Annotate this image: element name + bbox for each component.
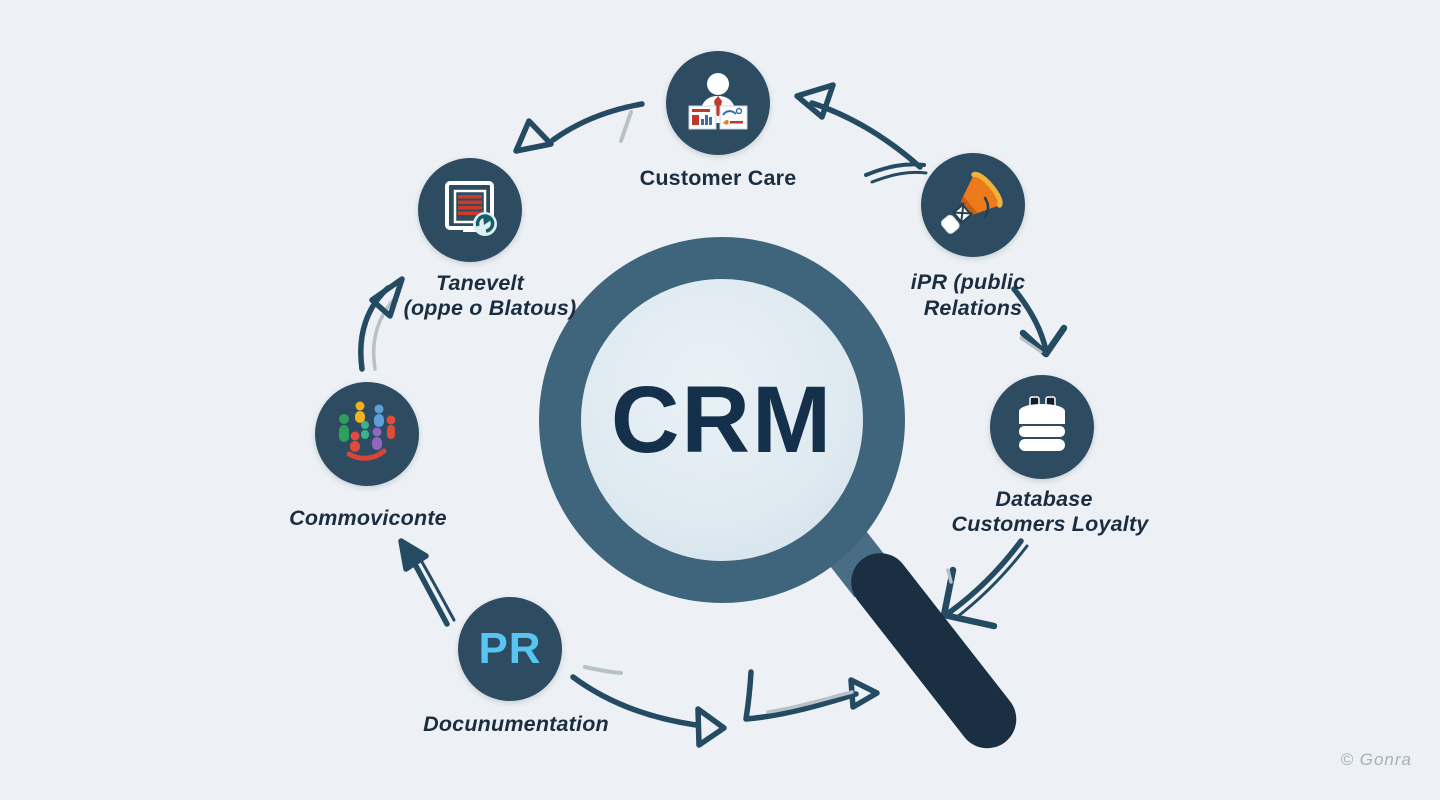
label-megaphone-line1: iPR (public bbox=[910, 270, 1026, 294]
node-pr: PR bbox=[458, 597, 562, 701]
label-monitor-line2: (oppe o Blatous) bbox=[403, 296, 577, 320]
monitor-document-icon bbox=[445, 181, 497, 236]
label-pr: Docunumentation bbox=[423, 712, 609, 736]
label-database-line1: Database bbox=[995, 487, 1093, 511]
arrow-bottom-to-handle bbox=[743, 669, 880, 722]
arrow-megaphone-to-customer-care bbox=[794, 82, 928, 184]
arrow-megaphone-to-database bbox=[1011, 286, 1068, 358]
label-megaphone-line2: Relations bbox=[923, 296, 1023, 320]
label-database-line2: Customers Loyalty bbox=[951, 512, 1149, 536]
arrow-pr-to-bottom bbox=[570, 665, 727, 748]
magnifier-handle bbox=[851, 553, 1017, 749]
magnifier-lens bbox=[581, 279, 863, 561]
arrow-database-to-handle bbox=[940, 538, 1029, 630]
label-customer-care: Customer Care bbox=[639, 166, 797, 190]
arrow-people-to-monitor bbox=[358, 276, 405, 372]
crm-title: CRM bbox=[611, 367, 833, 473]
arrow-pr-to-people bbox=[398, 538, 456, 627]
node-people bbox=[315, 382, 419, 486]
megaphone-icon bbox=[940, 172, 1003, 234]
magnifier-ring bbox=[539, 237, 905, 603]
node-megaphone bbox=[921, 153, 1025, 257]
community-people-icon bbox=[339, 401, 396, 461]
magnifying-glass-icon: CRM bbox=[539, 237, 1017, 749]
pr-text-badge: PR bbox=[478, 624, 542, 673]
node-monitor bbox=[418, 158, 522, 262]
watermark: © Gonra bbox=[1340, 750, 1412, 769]
label-people: Commoviconte bbox=[289, 506, 447, 530]
database-icon bbox=[1019, 396, 1065, 451]
label-monitor-line1: Tanevelt bbox=[435, 271, 525, 295]
node-database bbox=[990, 375, 1094, 479]
arrow-customer-care-to-monitor bbox=[513, 101, 645, 154]
person-with-reports-icon bbox=[688, 73, 748, 130]
node-customer-care bbox=[666, 51, 770, 155]
